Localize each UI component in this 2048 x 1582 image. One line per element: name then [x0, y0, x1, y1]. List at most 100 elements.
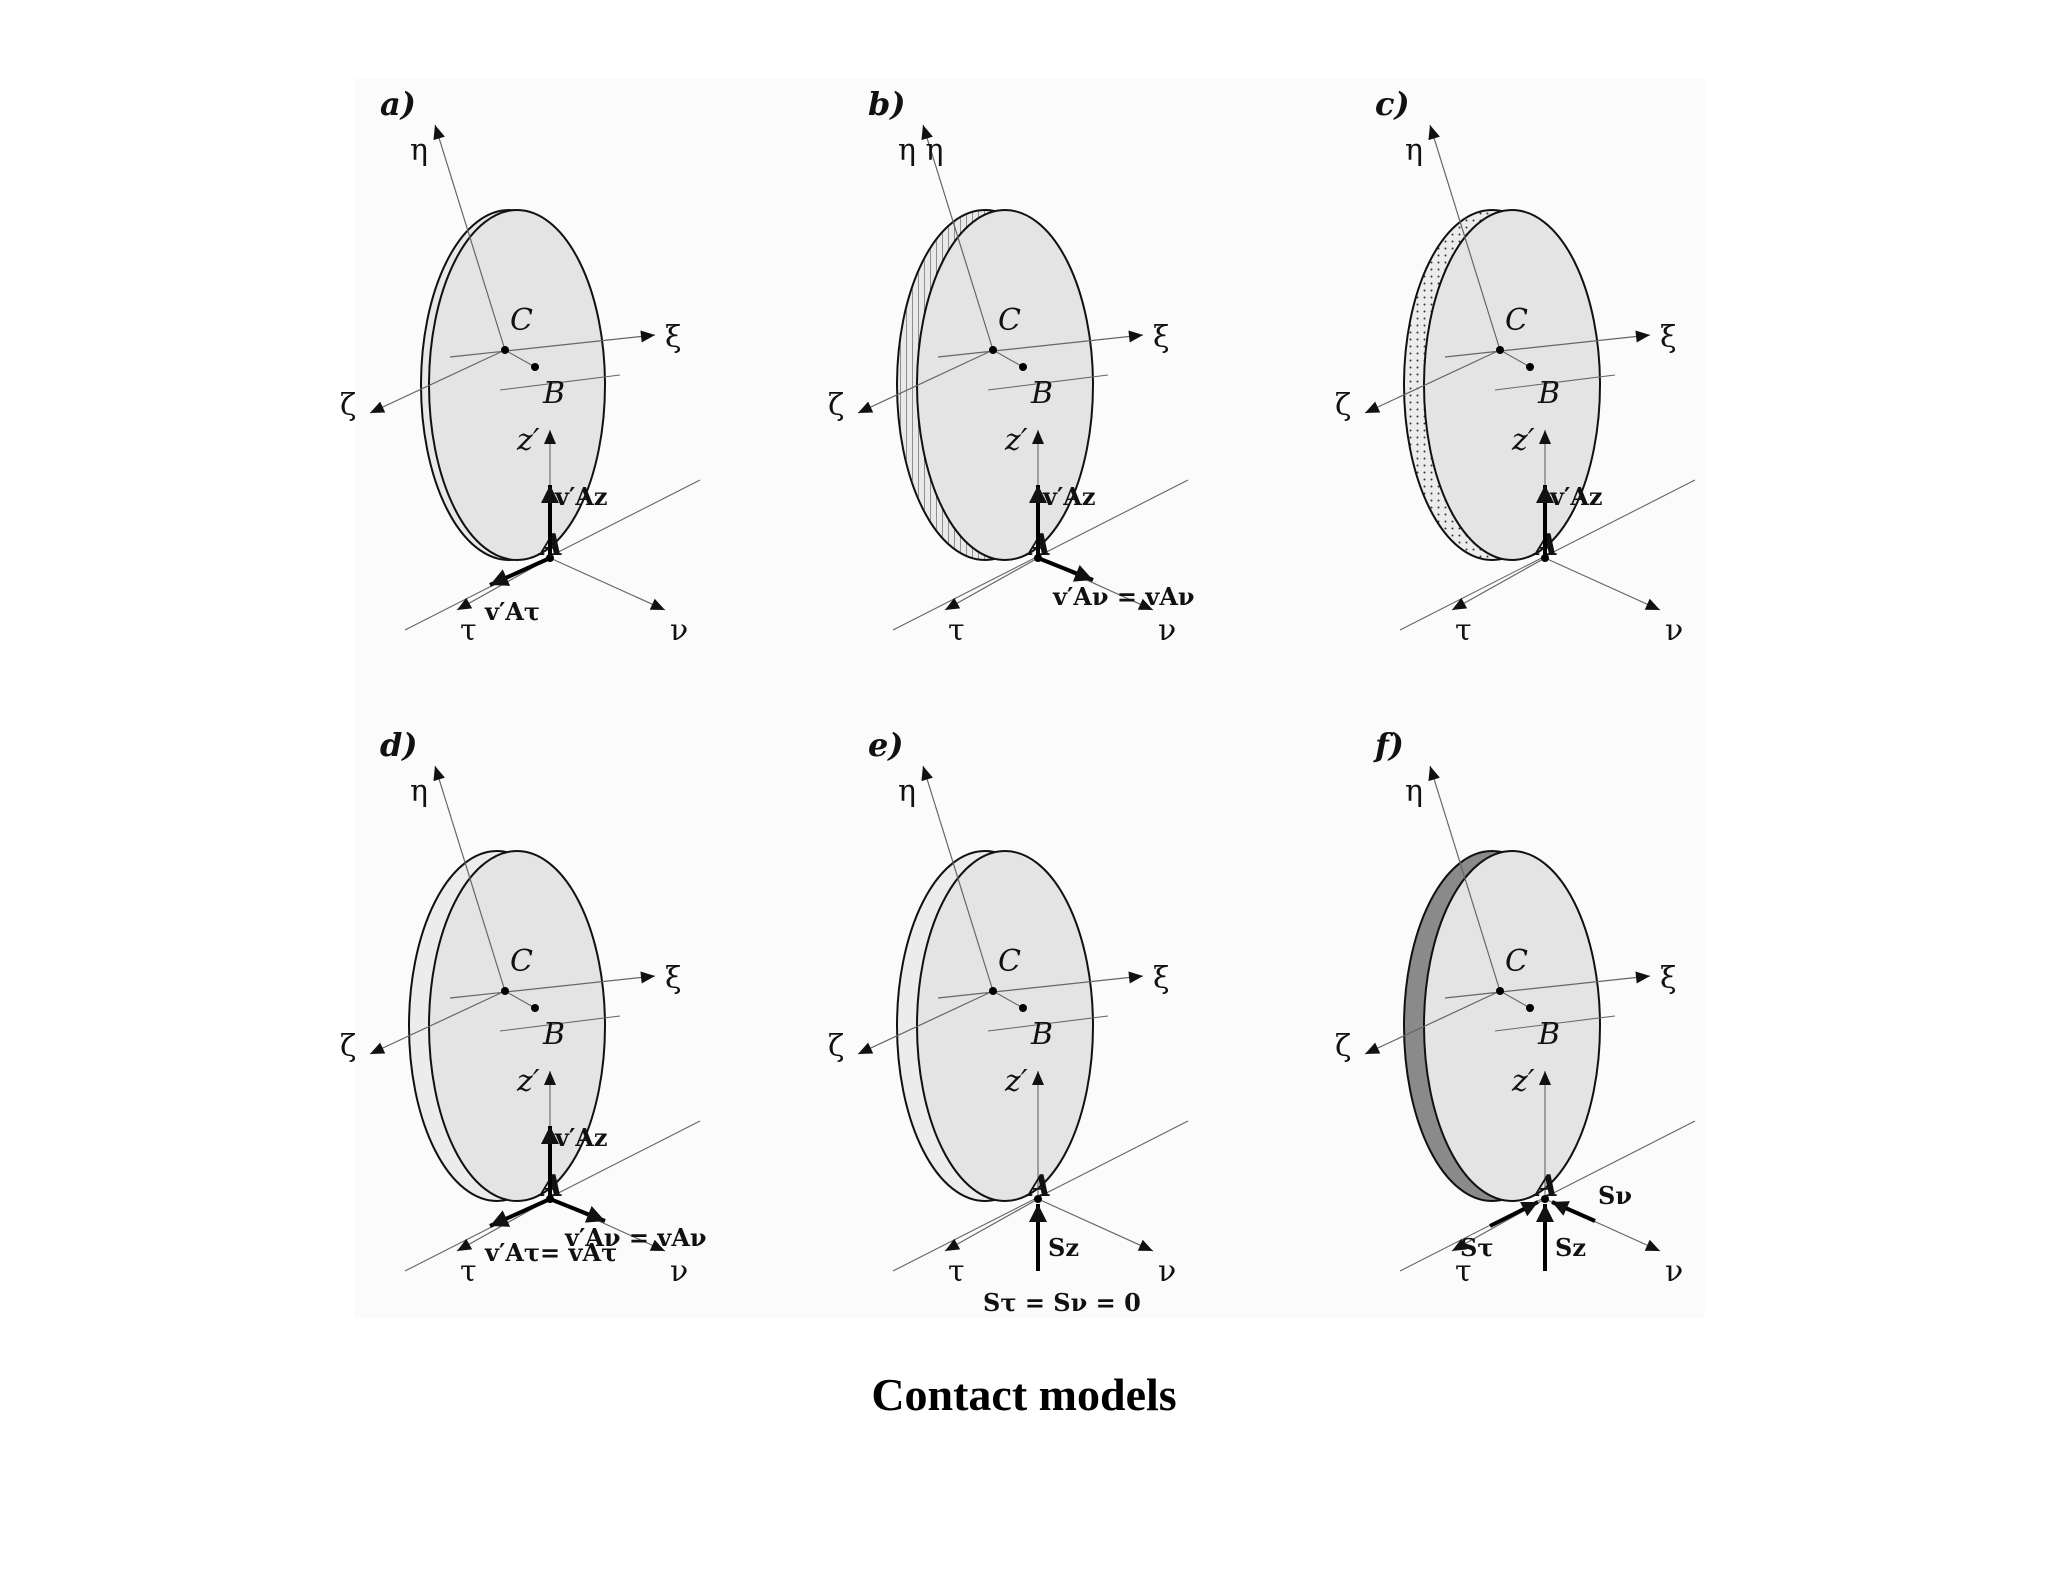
- xi-axis: [1444, 975, 1651, 999]
- eta-axis: [434, 124, 506, 351]
- tau-axis-head: [1452, 597, 1468, 610]
- eta-axis-head: [433, 766, 445, 782]
- eta-axis: [434, 765, 506, 992]
- zprime-axis-head: [1539, 430, 1551, 444]
- cb-guide: [992, 349, 1024, 368]
- s-z-label: Sz: [1048, 1233, 1079, 1262]
- eta-axis: [922, 124, 994, 351]
- point-b: [531, 363, 539, 371]
- panel-label: b): [868, 85, 906, 123]
- tau-axis: [944, 1198, 1039, 1252]
- point-b: [531, 1004, 539, 1012]
- tau-axis-head: [457, 597, 473, 610]
- tau-axis: [944, 557, 1039, 611]
- v-atau-arrow-head: [490, 569, 511, 586]
- xi-axis-head: [1128, 971, 1143, 984]
- point-b-label: B: [1537, 1017, 1560, 1052]
- panel-label: a): [380, 85, 416, 123]
- point-b: [1019, 1004, 1027, 1012]
- zeta-axis-head: [1365, 1042, 1381, 1054]
- nu-axis-label: ν: [1665, 1254, 1683, 1289]
- v-atau-label: v′Aτ: [484, 597, 540, 626]
- zeta-axis: [369, 990, 506, 1055]
- cb-guide: [1499, 990, 1531, 1009]
- xi-axis: [937, 975, 1144, 999]
- eta-axis-label: η: [410, 133, 428, 168]
- point-b: [1526, 1004, 1534, 1012]
- xi-axis-label: ξ: [665, 961, 682, 996]
- b-guide: [987, 374, 1109, 391]
- zprime-axis-head: [1032, 430, 1044, 444]
- nu-axis-head: [1644, 598, 1660, 610]
- zprime-axis-head: [1032, 1071, 1044, 1085]
- nu-axis-label: ν: [1665, 613, 1683, 648]
- eta-axis-label: η: [410, 774, 428, 809]
- tau-axis-label: τ: [460, 613, 477, 648]
- eta-axis-head: [921, 125, 933, 141]
- xi-axis-head: [1128, 330, 1143, 343]
- tau-axis-head: [457, 1238, 473, 1251]
- nu-axis-head: [649, 598, 665, 610]
- panel-label: c): [1375, 85, 1410, 123]
- s-nu-arrow-head: [1552, 1201, 1570, 1216]
- cb-guide: [1499, 349, 1531, 368]
- nu-axis-label: ν: [1158, 1254, 1176, 1289]
- v-anu-arrow-head: [1072, 564, 1093, 582]
- zprime-axis-label: z′: [516, 1064, 540, 1099]
- s-z-label: Sz: [1555, 1233, 1586, 1262]
- point-c: [1496, 346, 1504, 354]
- point-c: [501, 346, 509, 354]
- point-c: [501, 987, 509, 995]
- point-a-label: A: [1025, 1169, 1051, 1204]
- xi-axis: [937, 334, 1144, 358]
- disc-face: [916, 850, 1094, 1202]
- tau-axis-label: τ: [460, 1254, 477, 1289]
- zprime-axis-head: [544, 1071, 556, 1085]
- panel-label: f): [1373, 726, 1404, 764]
- nu-axis: [1544, 557, 1661, 611]
- zprime-axis-head: [544, 430, 556, 444]
- v-anu-arrow-head: [584, 1205, 605, 1223]
- eta-axis-head: [921, 766, 933, 782]
- b-guide: [1494, 374, 1616, 391]
- zeta-axis-head: [370, 401, 386, 413]
- eta-axis: [1429, 124, 1501, 351]
- nu-axis-head: [1644, 1239, 1660, 1251]
- zeta-axis-head: [370, 1042, 386, 1054]
- eta-axis-label: η η: [898, 133, 943, 168]
- tau-axis: [1451, 557, 1546, 611]
- s-z-arrow-head: [1029, 1204, 1047, 1222]
- tau-axis-head: [945, 1238, 961, 1251]
- v-az-arrow-head: [1029, 485, 1047, 503]
- zprime-axis-label: z′: [516, 423, 540, 458]
- nu-axis-head: [1137, 598, 1153, 610]
- point-b-label: B: [1030, 376, 1053, 411]
- xi-axis: [449, 334, 656, 358]
- eta-axis-head: [1428, 125, 1440, 141]
- tau-axis-head: [1452, 1238, 1468, 1251]
- eta-axis-label: η: [898, 774, 916, 809]
- s-nu-label: Sν: [1598, 1181, 1632, 1210]
- zprime-axis-label: z′: [1511, 423, 1535, 458]
- v-az-label: v′Az: [554, 482, 608, 511]
- point-b: [1526, 363, 1534, 371]
- zeta-axis: [369, 349, 506, 414]
- point-c-label: C: [1505, 303, 1528, 338]
- tau-axis-label: τ: [948, 1254, 965, 1289]
- xi-axis-label: ξ: [1660, 320, 1677, 355]
- xi-axis-head: [640, 971, 655, 984]
- nu-axis: [1037, 1198, 1154, 1252]
- eta-axis-head: [1428, 766, 1440, 782]
- zeta-axis-label: ζ: [1335, 388, 1351, 423]
- tau-axis-label: τ: [1455, 613, 1472, 648]
- nu-axis: [549, 557, 666, 611]
- zeta-axis-label: ζ: [340, 1029, 356, 1064]
- eta-axis-label: η: [1405, 133, 1423, 168]
- nu-axis-head: [649, 1239, 665, 1251]
- xi-axis-head: [1635, 330, 1650, 343]
- xi-axis-label: ξ: [1153, 961, 1170, 996]
